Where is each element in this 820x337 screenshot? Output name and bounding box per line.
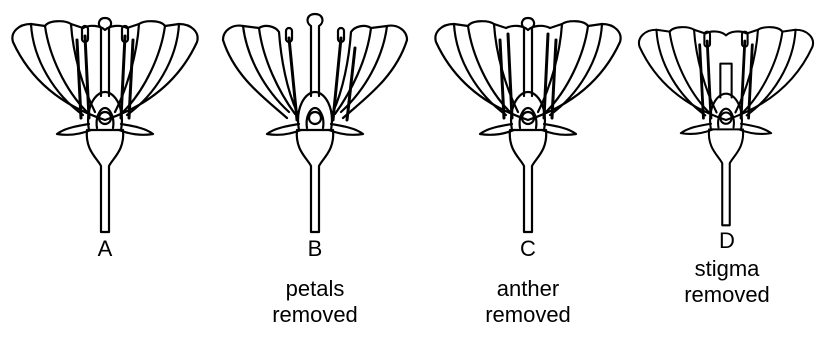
flower-b-drawing [215,0,415,240]
flower-a-drawing [5,0,205,240]
figure-d-letter: D [657,228,797,254]
figure-b-label: B petals removed [245,236,385,328]
figure-a-label: A [35,236,175,262]
figure-b-caption-line2: removed [245,302,385,328]
flower-d-drawing [632,0,820,240]
flower-diagram-b [215,0,415,240]
flower-c-drawing [428,0,628,240]
figure-b-caption-line1: petals [245,276,385,302]
figure-d-label: D stigma removed [657,228,797,308]
figure-d-caption-line1: stigma [657,256,797,282]
figure-c-caption-line1: anther [458,276,598,302]
figure-b-letter: B [245,236,385,262]
flower-diagram-d [632,0,820,240]
figure-d-caption-line2: removed [657,282,797,308]
figure-c-caption-line2: removed [458,302,598,328]
figure-a-letter: A [35,236,175,262]
flower-diagram-c [428,0,628,240]
figure-c-letter: C [458,236,598,262]
figure-c-label: C anther removed [458,236,598,328]
flower-diagram-a [5,0,205,240]
